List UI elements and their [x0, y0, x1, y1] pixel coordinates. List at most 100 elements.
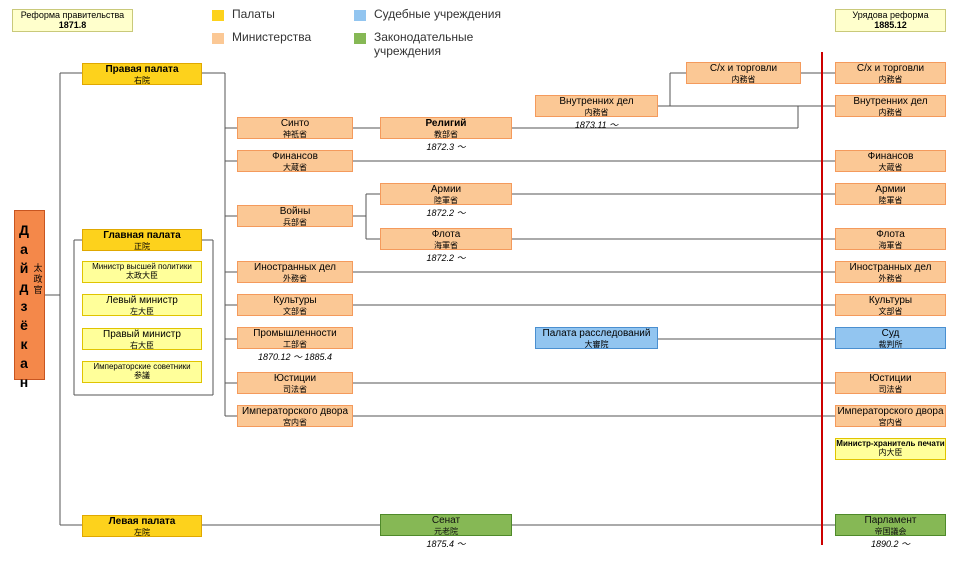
ministry-kanji: 工部省: [283, 339, 307, 349]
final-name: Иностранных дел: [849, 262, 932, 273]
ministry-name: Финансов: [272, 151, 318, 162]
left-chamber: Левая палата 左院: [82, 515, 202, 537]
legend-label-chambers: Палаты: [232, 7, 275, 21]
ministry-kanji: 司法省: [283, 384, 307, 394]
right-chamber-name: Правая палата: [105, 64, 179, 75]
ministry-kanji: 内務省: [584, 107, 609, 117]
ministry-army: Армии 陸軍省: [380, 183, 512, 205]
army-date: 1872.2 〜: [426, 208, 466, 218]
final-name: Флота: [876, 229, 905, 240]
final-court: Суд 裁判所: [835, 327, 946, 349]
legend-swatch-judicial: [354, 10, 366, 21]
industry-date: 1870.12 〜 1885.4: [257, 352, 333, 362]
final-name: Внутренних дел: [853, 96, 928, 107]
ministry-kanji: 大蔵省: [283, 162, 307, 172]
final-kanji: 裁判所: [878, 339, 903, 349]
ministry-kanji: 外務省: [283, 273, 307, 283]
ministry-name: Иностранных дел: [254, 262, 336, 273]
left-chamber-name: Левая палата: [108, 516, 176, 527]
ministry-kanji: 宮内省: [283, 417, 307, 427]
daijokan-name: Дайдзёкан: [19, 222, 29, 390]
final-kanji: 陸軍省: [878, 195, 903, 205]
legend-swatch-ministries: [212, 33, 224, 44]
ministry-kanji: 陸軍省: [434, 195, 458, 205]
member-kanji: 太政大臣: [126, 271, 158, 281]
main-chamber-name: Главная палата: [103, 230, 181, 241]
ministry-name: Промышленности: [253, 328, 337, 339]
final-agriculture: С/х и торговли 内務省: [835, 62, 946, 84]
senate-kanji: 元老院: [434, 526, 458, 536]
final-name: Императорского двора: [837, 406, 944, 417]
final-household: Императорского двора 宮内省: [835, 405, 946, 427]
investigation-name: Палата расследований: [542, 328, 651, 339]
final-kanji: 内務省: [878, 74, 903, 84]
ministry-name: Армии: [430, 184, 462, 195]
final-interior: Внутренних дел 内務省: [835, 95, 946, 117]
member-right-minister: Правый министр 右大臣: [82, 328, 202, 350]
legend-swatch-chambers: [212, 10, 224, 21]
ministry-kanji: 海軍省: [434, 240, 458, 250]
ministry-name: Императорского двора: [241, 406, 349, 417]
member-name: Левый министр: [106, 295, 178, 306]
ministry-foreign: Иностранных дел 外務省: [237, 261, 353, 283]
final-kanji: 内務省: [878, 107, 903, 117]
member-kanji: 参議: [134, 371, 150, 381]
daijokan-box: Дайдзёкан 太政官: [14, 210, 45, 390]
ministry-culture: Культуры 文部省: [237, 294, 353, 316]
header-left-title: Реформа правительства: [20, 10, 125, 20]
ministry-household: Императорского двора 宮内省: [237, 405, 353, 427]
ministry-shinto: Синто 神祇省: [237, 117, 353, 139]
main-chamber-kanji: 正院: [134, 241, 150, 251]
interior-date: 1873.11 〜: [574, 120, 619, 130]
header-right-title: Урядова реформа: [852, 10, 929, 20]
final-privy-seal: Министр-хранитель печати 内大臣: [835, 438, 946, 460]
investigation-chamber: Палата расследований 大審院: [535, 327, 658, 349]
parliament-date: 1890.2 〜: [870, 539, 911, 549]
ministry-kanji: 教部省: [434, 129, 458, 139]
final-kanji: 司法省: [878, 384, 903, 394]
ministry-justice: Юстиции 司法省: [237, 372, 353, 394]
final-navy: Флота 海軍省: [835, 228, 946, 250]
final-name: С/х и торговли: [856, 63, 925, 74]
ministry-war: Войны 兵部省: [237, 205, 353, 227]
member-name: Императорские советники: [93, 362, 191, 371]
final-name: Юстиции: [869, 373, 912, 384]
ministry-religion: Религий 教部省: [380, 117, 512, 139]
ministry-kanji: 兵部省: [283, 217, 307, 227]
legend-label-legislative: Законодательные учреждения: [374, 30, 474, 58]
ministry-name: Внутренних дел: [559, 96, 634, 107]
final-finance: Финансов 大蔵省: [835, 150, 946, 172]
member-councillors: Императорские советники 参議: [82, 361, 202, 383]
ministry-interior: Внутренних дел 内務省: [535, 95, 658, 117]
member-left-minister: Левый министр 左大臣: [82, 294, 202, 316]
final-justice: Юстиции 司法省: [835, 372, 946, 394]
ministry-name: С/х и торговли: [709, 63, 778, 74]
final-kanji: 文部省: [878, 306, 903, 316]
member-kanji: 右大臣: [130, 340, 154, 350]
daijokan-kanji: 太政官: [33, 263, 43, 295]
final-name: Финансов: [867, 151, 914, 162]
ministry-name: Культуры: [273, 295, 317, 306]
right-chamber-kanji: 右院: [134, 75, 150, 85]
religion-date: 1872.3 〜: [426, 142, 466, 152]
ministry-agriculture: С/х и торговли 内務省: [686, 62, 801, 84]
reform-header-left: Реформа правительства 1871.8: [12, 9, 133, 32]
ministry-name: Флота: [431, 229, 461, 240]
navy-date: 1872.2 〜: [426, 253, 466, 263]
senate-name: Сенат: [431, 515, 461, 526]
legend-label-judicial: Судебные учреждения: [374, 7, 501, 21]
final-foreign: Иностранных дел 外務省: [835, 261, 946, 283]
ministry-name: Религий: [425, 118, 467, 129]
legend-label-ministries: Министерства: [232, 30, 312, 44]
right-chamber: Правая палата 右院: [82, 63, 202, 85]
final-army: Армии 陸軍省: [835, 183, 946, 205]
final-kanji: 帝国議会: [874, 526, 907, 536]
final-name: Культуры: [868, 295, 913, 306]
final-kanji: 外務省: [878, 273, 903, 283]
ministry-kanji: 文部省: [283, 306, 307, 316]
ministry-kanji: 神祇省: [283, 129, 307, 139]
ministry-name: Синто: [280, 118, 310, 129]
header-right-date: 1885.12: [874, 20, 907, 31]
ministry-name: Юстиции: [273, 373, 317, 384]
